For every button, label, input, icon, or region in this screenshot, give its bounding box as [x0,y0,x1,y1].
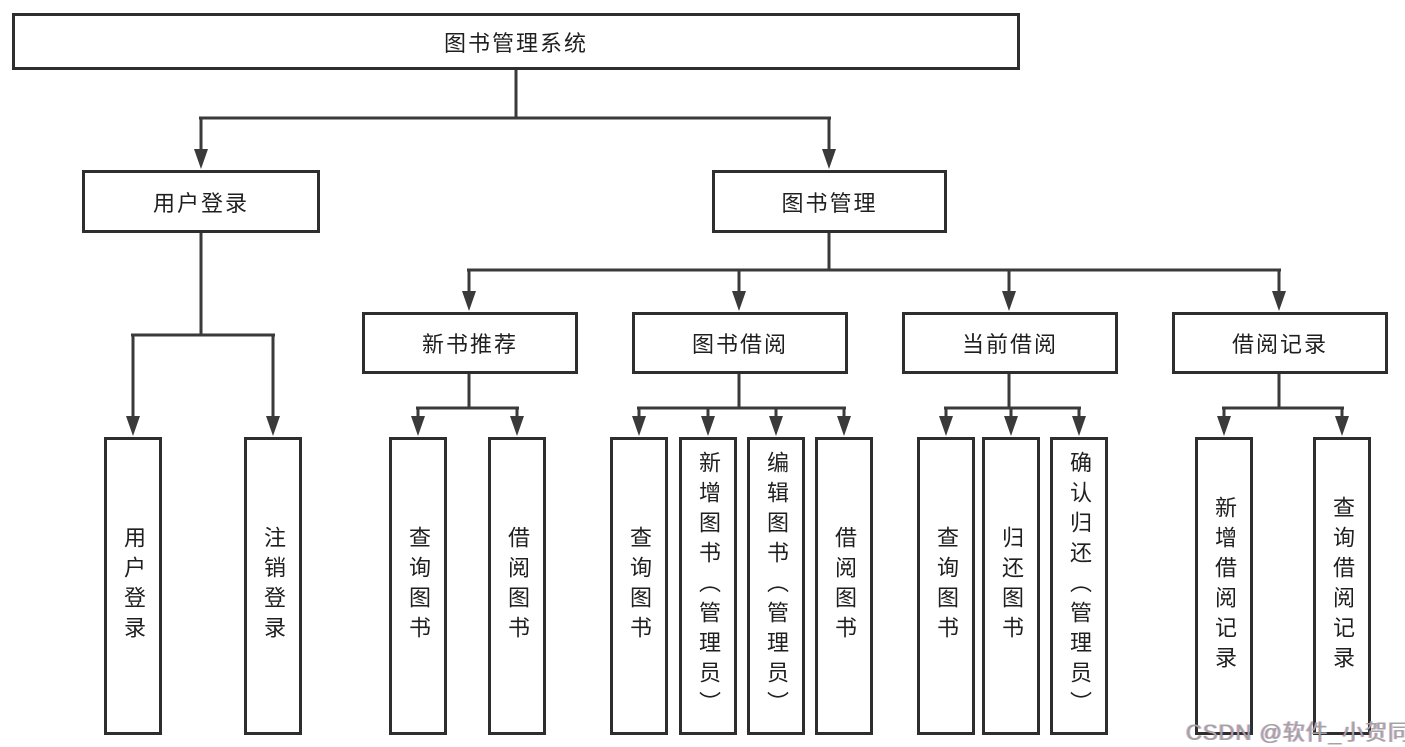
node-current-borrow: 当前借阅 [902,312,1118,374]
leaf-record-query: 查询借阅记录 [1313,437,1371,735]
leaf-current-return-book-label: 归还图书 [999,526,1024,646]
leaf-logout: 注销登录 [244,437,302,735]
leaf-user-login-label: 用户登录 [121,526,146,646]
node-user-login: 用户登录 [82,170,320,233]
leaf-recommend-query-book-label: 查询图书 [406,526,431,646]
leaf-current-query-book-label: 查询图书 [934,526,959,646]
leaf-borrow-add-book-admin: 新增图书（管理员） [679,437,737,735]
leaf-current-confirm-return-admin: 确认归还（管理员） [1050,437,1108,735]
leaf-borrow-borrow-book-label: 借阅图书 [832,526,857,646]
leaf-borrow-edit-book-admin: 编辑图书（管理员） [747,437,805,735]
leaf-current-query-book: 查询图书 [917,437,975,735]
leaf-current-confirm-return-admin-label: 确认归还（管理员） [1067,451,1092,721]
leaf-borrow-borrow-book: 借阅图书 [815,437,873,735]
node-library-management-system: 图书管理系统 [12,13,1020,70]
leaf-record-add-label: 新增借阅记录 [1212,496,1237,676]
leaf-logout-label: 注销登录 [261,526,286,646]
leaf-borrow-query-book: 查询图书 [610,437,668,735]
csdn-watermark: CSDN @软件_小贺同学 [1186,720,1405,745]
leaf-borrow-add-book-admin-label: 新增图书（管理员） [696,451,721,721]
leaf-record-add: 新增借阅记录 [1195,437,1253,735]
node-borrow-record: 借阅记录 [1172,312,1388,374]
leaf-recommend-query-book: 查询图书 [389,437,447,735]
node-book-borrow: 图书借阅 [632,312,848,374]
leaf-user-login: 用户登录 [104,437,162,735]
leaf-borrow-edit-book-admin-label: 编辑图书（管理员） [764,451,789,721]
leaf-current-return-book: 归还图书 [982,437,1040,735]
leaf-record-query-label: 查询借阅记录 [1330,496,1355,676]
leaf-recommend-borrow-book: 借阅图书 [488,437,546,735]
node-book-management: 图书管理 [712,170,947,233]
leaf-borrow-query-book-label: 查询图书 [627,526,652,646]
leaf-recommend-borrow-book-label: 借阅图书 [505,526,530,646]
node-new-book-recommend: 新书推荐 [362,312,578,374]
